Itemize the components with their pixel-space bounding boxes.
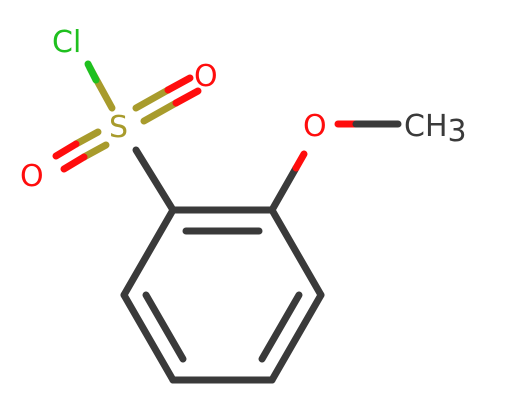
bond-s-o-left	[52, 128, 110, 173]
atom-oxygen-left-label: O	[20, 159, 44, 194]
atom-chlorine-label: Cl	[52, 25, 81, 60]
methyl-ch-text: CH	[404, 109, 448, 144]
bond-c1-s	[132, 146, 177, 214]
methyl-subscript: 3	[448, 114, 467, 149]
atom-sulfur-label: S	[109, 110, 128, 145]
benzene-ring	[120, 206, 325, 384]
bond-c2-o-red-segment	[292, 150, 308, 172]
ring-bond-c5-c6	[120, 291, 177, 384]
atom-oxygen-top-label: O	[194, 59, 218, 94]
atom-methyl-label: CH3	[404, 109, 467, 149]
ring-bond-c6-c1	[120, 206, 177, 299]
bond-c2-o	[268, 164, 300, 214]
ring-bond-c3-c4	[268, 291, 325, 384]
atom-oxygen-methoxy-label: O	[303, 109, 327, 144]
bond-s-o-top	[132, 74, 202, 125]
bond-s-cl-cl-segment	[84, 60, 100, 84]
ring-bond-c2-c3	[268, 206, 325, 299]
ring-double-bond-right	[258, 291, 303, 363]
ring-double-bond-left	[142, 291, 187, 363]
